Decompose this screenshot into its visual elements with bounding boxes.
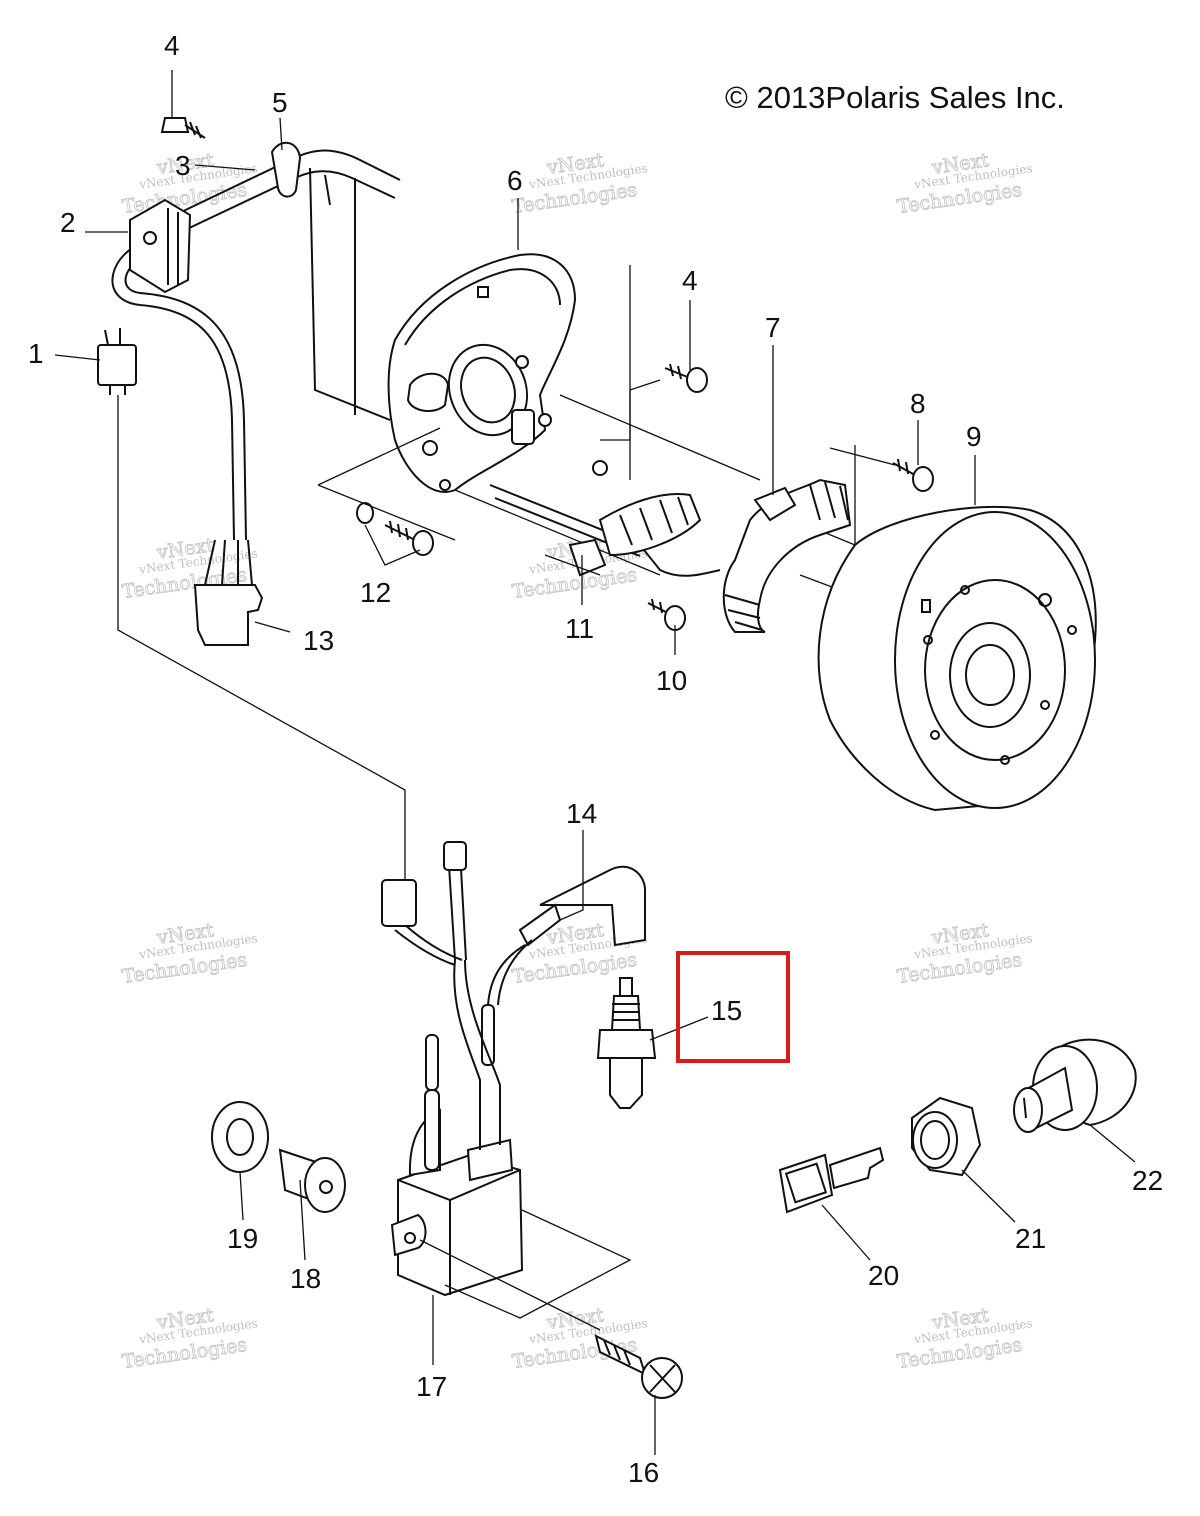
- washer-12: [356, 502, 374, 524]
- stator-plate: [387, 253, 577, 493]
- callout-8: 8: [910, 388, 926, 419]
- screw-12: [384, 520, 434, 556]
- screw-10: [647, 598, 686, 631]
- watermark: vNext vNext Technologies Technologies: [895, 919, 1033, 989]
- watermark: vNext vNext Technologies Technologies: [510, 149, 648, 219]
- bolt-16: [419, 1239, 683, 1399]
- bushing-18: [278, 1148, 346, 1213]
- switch-22: [1013, 1038, 1137, 1133]
- screw-4-top: [160, 117, 206, 139]
- flywheel: [817, 505, 1097, 812]
- callout-2: 2: [60, 207, 76, 238]
- spark-plug: [596, 977, 657, 1109]
- callout-11: 11: [565, 613, 594, 644]
- callout-21: 21: [1015, 1223, 1046, 1254]
- callout-5: 5: [272, 87, 288, 118]
- watermark-group: vNext vNext Technologies Technologies vN…: [120, 149, 1033, 1374]
- callout-16: 16: [628, 1457, 659, 1488]
- callout-10: 10: [656, 665, 687, 696]
- harness-clamp: [270, 142, 302, 198]
- connector-1: [97, 344, 137, 386]
- nut-21: [911, 1096, 982, 1177]
- screw-4-middle: [664, 363, 708, 393]
- grommet: [129, 198, 192, 294]
- callout-4b: 4: [682, 265, 698, 296]
- callout-13: 13: [303, 625, 334, 656]
- callout-22: 22: [1132, 1165, 1163, 1196]
- watermark: vNext vNext Technologies Technologies: [120, 919, 258, 989]
- callout-20: 20: [868, 1260, 899, 1291]
- connector-13: [193, 584, 264, 646]
- callout-7: 7: [765, 312, 781, 343]
- coil-connector: [381, 879, 417, 927]
- wire-harness: [97, 142, 406, 880]
- callout-17: 17: [416, 1371, 447, 1402]
- callout-6: 6: [507, 165, 523, 196]
- callout-19: 19: [227, 1223, 258, 1254]
- callout-12: 12: [360, 577, 391, 608]
- spark-plug-cap: [487, 865, 646, 1006]
- copyright-text: © 2013Polaris Sales Inc.: [725, 80, 1065, 115]
- callout-18: 18: [290, 1263, 321, 1294]
- callout-3: 3: [175, 150, 191, 181]
- callout-labels: 1 2 3 4 5 6 4 7 8 9 10 11 12 13 14 15 16…: [28, 30, 1163, 1488]
- highlight-box-15: [676, 951, 790, 1063]
- ignition-coil: [381, 841, 632, 1319]
- callout-4: 4: [164, 30, 180, 61]
- callout-14: 14: [566, 798, 597, 829]
- watermark: vNext vNext Technologies Technologies: [895, 149, 1033, 219]
- callout-15: 15: [711, 995, 742, 1026]
- pickup-assembly: [489, 460, 721, 577]
- pickup-bracket: [722, 478, 852, 633]
- callout-1: 1: [28, 338, 44, 369]
- key-20: [778, 1146, 885, 1214]
- watermark: vNext vNext Technologies Technologies: [895, 1304, 1033, 1374]
- watermark: vNext vNext Technologies Technologies: [120, 1304, 258, 1374]
- callout-9: 9: [966, 421, 982, 452]
- screw-8: [892, 458, 934, 492]
- washer-19: [211, 1101, 269, 1173]
